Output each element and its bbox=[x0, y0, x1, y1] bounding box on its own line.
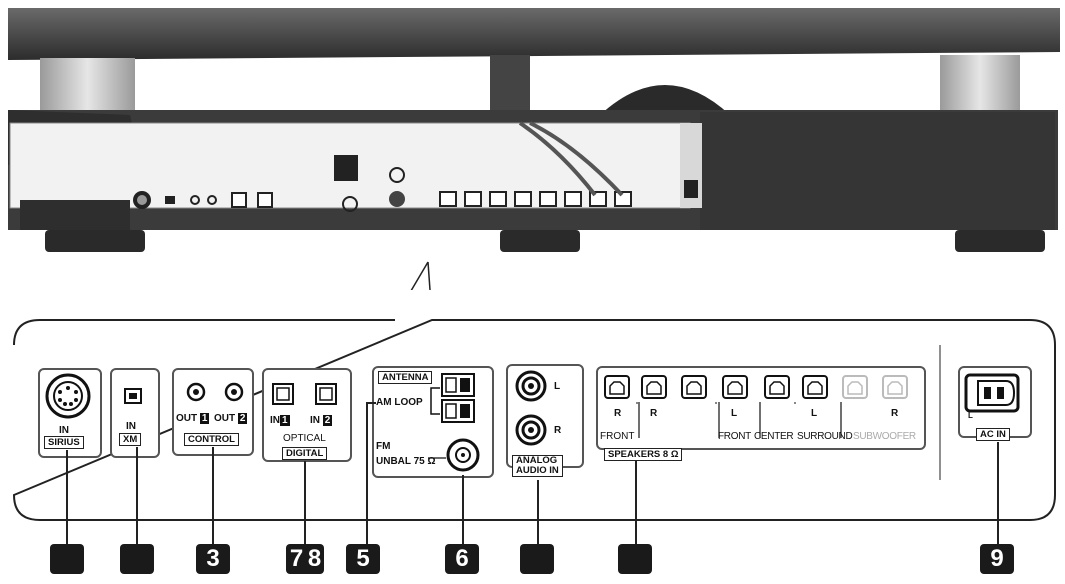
ac-l-label: L bbox=[968, 411, 973, 420]
surround-l-terminal-icon bbox=[802, 375, 828, 399]
front-r3-terminal-icon bbox=[681, 375, 707, 399]
right-support bbox=[940, 55, 1020, 113]
speaker-dividers bbox=[638, 402, 842, 438]
spk-r2-label: R bbox=[650, 408, 658, 419]
fm-coax-connector-icon[interactable] bbox=[445, 437, 481, 473]
optical-in2-connector-icon[interactable] bbox=[315, 383, 337, 405]
fm-leader-line bbox=[428, 457, 446, 459]
top-slab bbox=[8, 8, 1060, 60]
control-out1-jack-icon[interactable] bbox=[186, 382, 206, 402]
am-loop-label: AM LOOP bbox=[376, 397, 423, 408]
xm-in-label: IN bbox=[126, 421, 136, 432]
callout-1 bbox=[50, 544, 84, 574]
center-post bbox=[490, 55, 530, 115]
control-out1-label: OUT 1 bbox=[176, 413, 210, 424]
surround-r-terminal-icon bbox=[842, 375, 868, 399]
spk-l2-label: L bbox=[811, 408, 818, 419]
lead-speakers bbox=[635, 460, 637, 544]
optical-label: OPTICAL bbox=[283, 433, 326, 444]
lead-sirius bbox=[66, 450, 68, 544]
optical-in1-connector-icon[interactable] bbox=[272, 383, 294, 405]
lead-analog bbox=[537, 480, 539, 544]
control-out2-label: OUT 2 bbox=[214, 413, 248, 424]
fm-unbal-label: UNBAL 75 Ω bbox=[376, 456, 436, 467]
sirius-din-connector-icon[interactable] bbox=[45, 373, 91, 419]
xm-usb-b-connector-icon[interactable] bbox=[124, 388, 142, 404]
sirius-label: SIRIUS bbox=[44, 436, 84, 449]
spk-surround-label: SURROUND bbox=[797, 431, 853, 442]
spk-r1-label: R bbox=[614, 408, 622, 419]
left-support bbox=[40, 58, 135, 114]
speaker-terminals[interactable] bbox=[600, 374, 920, 404]
lead-antenna bbox=[366, 403, 368, 544]
digital-label: DIGITAL bbox=[282, 447, 328, 460]
fm-label: FM bbox=[376, 441, 391, 452]
analog-r-jack-icon[interactable] bbox=[515, 414, 547, 446]
spk-front2-label: FRONT bbox=[718, 431, 751, 442]
front-r2-terminal-icon bbox=[641, 375, 667, 399]
spk-front-label: FRONT bbox=[600, 431, 635, 442]
subwoofer-terminal-icon bbox=[882, 375, 908, 399]
callout-5: 5 bbox=[346, 544, 380, 574]
callout-6: 6 bbox=[445, 544, 479, 574]
ac-in-label: AC IN bbox=[976, 428, 1010, 441]
am-loop-terminal-icon[interactable] bbox=[438, 372, 480, 426]
lead-fm bbox=[462, 475, 464, 544]
dome bbox=[600, 85, 730, 115]
analog-l-label: L bbox=[554, 381, 561, 392]
front-l-terminal-icon bbox=[722, 375, 748, 399]
analog-r-label: R bbox=[554, 425, 562, 436]
callout-2 bbox=[120, 544, 154, 574]
spk-l1-label: L bbox=[731, 408, 738, 419]
speakers-label: SPEAKERS 8 Ω bbox=[604, 448, 683, 461]
spk-center-label: CENTER bbox=[754, 431, 794, 442]
center-terminal-icon bbox=[764, 375, 790, 399]
callout-analog bbox=[520, 544, 554, 574]
antenna-label: ANTENNA bbox=[378, 371, 433, 384]
sirius-in-label: IN bbox=[59, 425, 69, 436]
lead-ac bbox=[997, 442, 999, 544]
callout-3: 3 bbox=[196, 544, 230, 574]
spk-r3-label: R bbox=[891, 408, 899, 419]
callout-speakers bbox=[618, 544, 652, 574]
front-r-terminal-icon bbox=[604, 375, 630, 399]
callout-9: 9 bbox=[980, 544, 1014, 574]
control-out2-jack-icon[interactable] bbox=[224, 382, 244, 402]
control-label: CONTROL bbox=[184, 433, 239, 446]
spk-subwoofer-label: SUBWOOFER bbox=[853, 431, 916, 442]
ac-in-socket-icon[interactable] bbox=[964, 373, 1020, 413]
lead-antenna-h bbox=[366, 402, 376, 404]
xm-label: XM bbox=[119, 433, 142, 446]
lead-control bbox=[212, 447, 214, 544]
lead-xm bbox=[136, 447, 138, 544]
callout-7-8: 7 8 bbox=[286, 544, 324, 574]
analog-l-jack-icon[interactable] bbox=[515, 370, 547, 402]
lead-digital bbox=[304, 461, 306, 544]
console-rear-illustration bbox=[8, 8, 1060, 290]
am-loop-bracket-icon bbox=[430, 387, 440, 415]
optical-in2-label: IN 2 bbox=[310, 415, 333, 426]
